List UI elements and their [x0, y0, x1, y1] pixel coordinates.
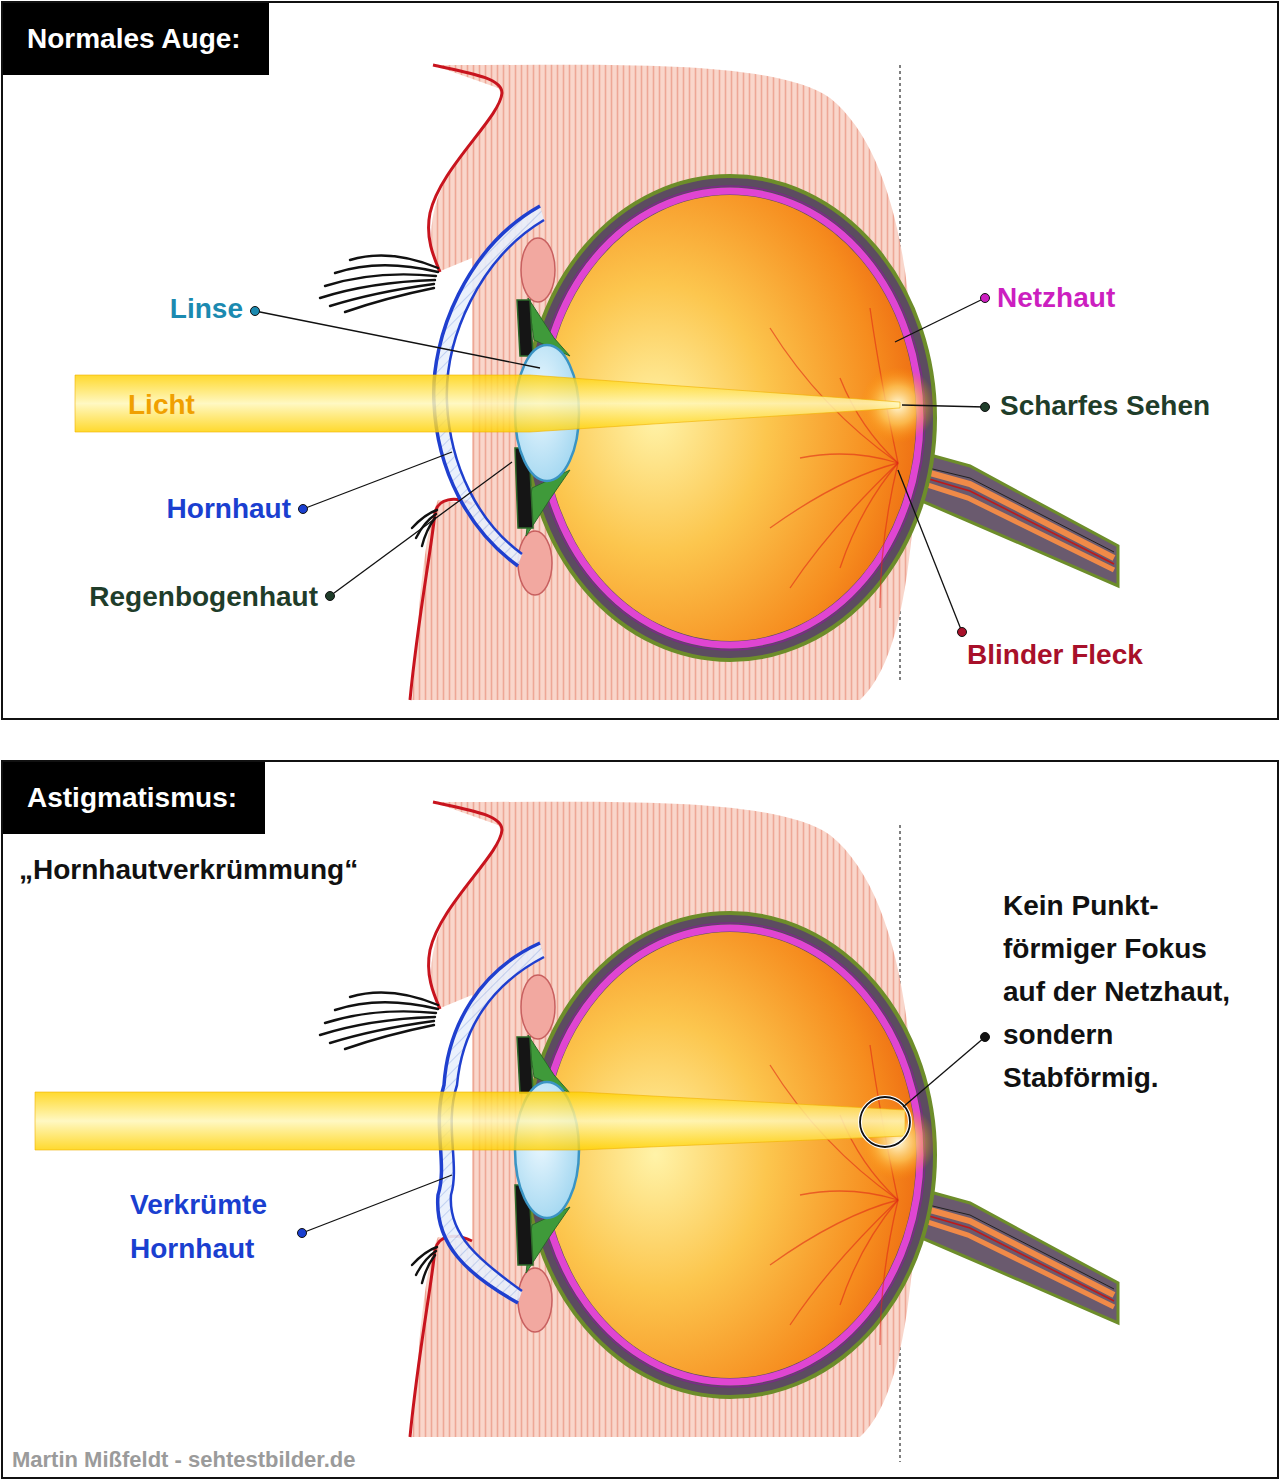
leader-lines	[255, 298, 985, 1233]
line-shape	[898, 470, 962, 632]
part-label: Regenbogenhaut	[89, 580, 318, 614]
circle-shape	[981, 403, 990, 412]
focus-circle	[860, 1097, 910, 1147]
circle-shape	[251, 307, 260, 316]
light-label: Licht	[128, 388, 195, 422]
part-label: Hornhaut	[167, 492, 291, 526]
part-label: Blinder Fleck	[967, 638, 1143, 672]
part-label: Netzhaut	[997, 281, 1115, 315]
line-shape	[895, 298, 985, 342]
focus-circle	[860, 1097, 910, 1147]
circle-shape	[299, 505, 308, 514]
circle-shape	[981, 294, 990, 303]
line-shape	[303, 452, 452, 509]
circle-shape	[298, 1229, 307, 1238]
line-shape	[902, 405, 985, 407]
panel-heading: Astigmatismus:	[3, 762, 265, 834]
line-shape	[255, 311, 540, 368]
watermark: Martin Mißfeldt - sehtestbilder.de	[12, 1447, 355, 1473]
light-beam	[35, 1092, 905, 1150]
panel-subtitle: „Hornhautverkrümmung“	[19, 854, 358, 886]
part-label: Linse	[170, 292, 243, 326]
line-shape	[302, 1175, 452, 1233]
part-label: Verkrümte Hornhaut	[130, 1183, 295, 1271]
circle-shape	[326, 592, 335, 601]
line-shape	[330, 462, 512, 596]
circle-shape	[958, 628, 967, 637]
note-text: Kein Punkt- förmiger Fokus auf der Netzh…	[1003, 884, 1243, 1099]
line-shape	[903, 1037, 985, 1107]
light-beam	[75, 375, 900, 432]
leader-dots	[251, 294, 990, 1238]
circle-shape	[981, 1033, 990, 1042]
part-label: Scharfes Sehen	[1000, 389, 1210, 423]
panel-heading: Normales Auge:	[3, 3, 269, 75]
diagram-panel: Astigmatismus: „Hornhautverkrümmung“	[1, 760, 1279, 1479]
diagram-panel: Normales Auge:	[1, 1, 1279, 720]
